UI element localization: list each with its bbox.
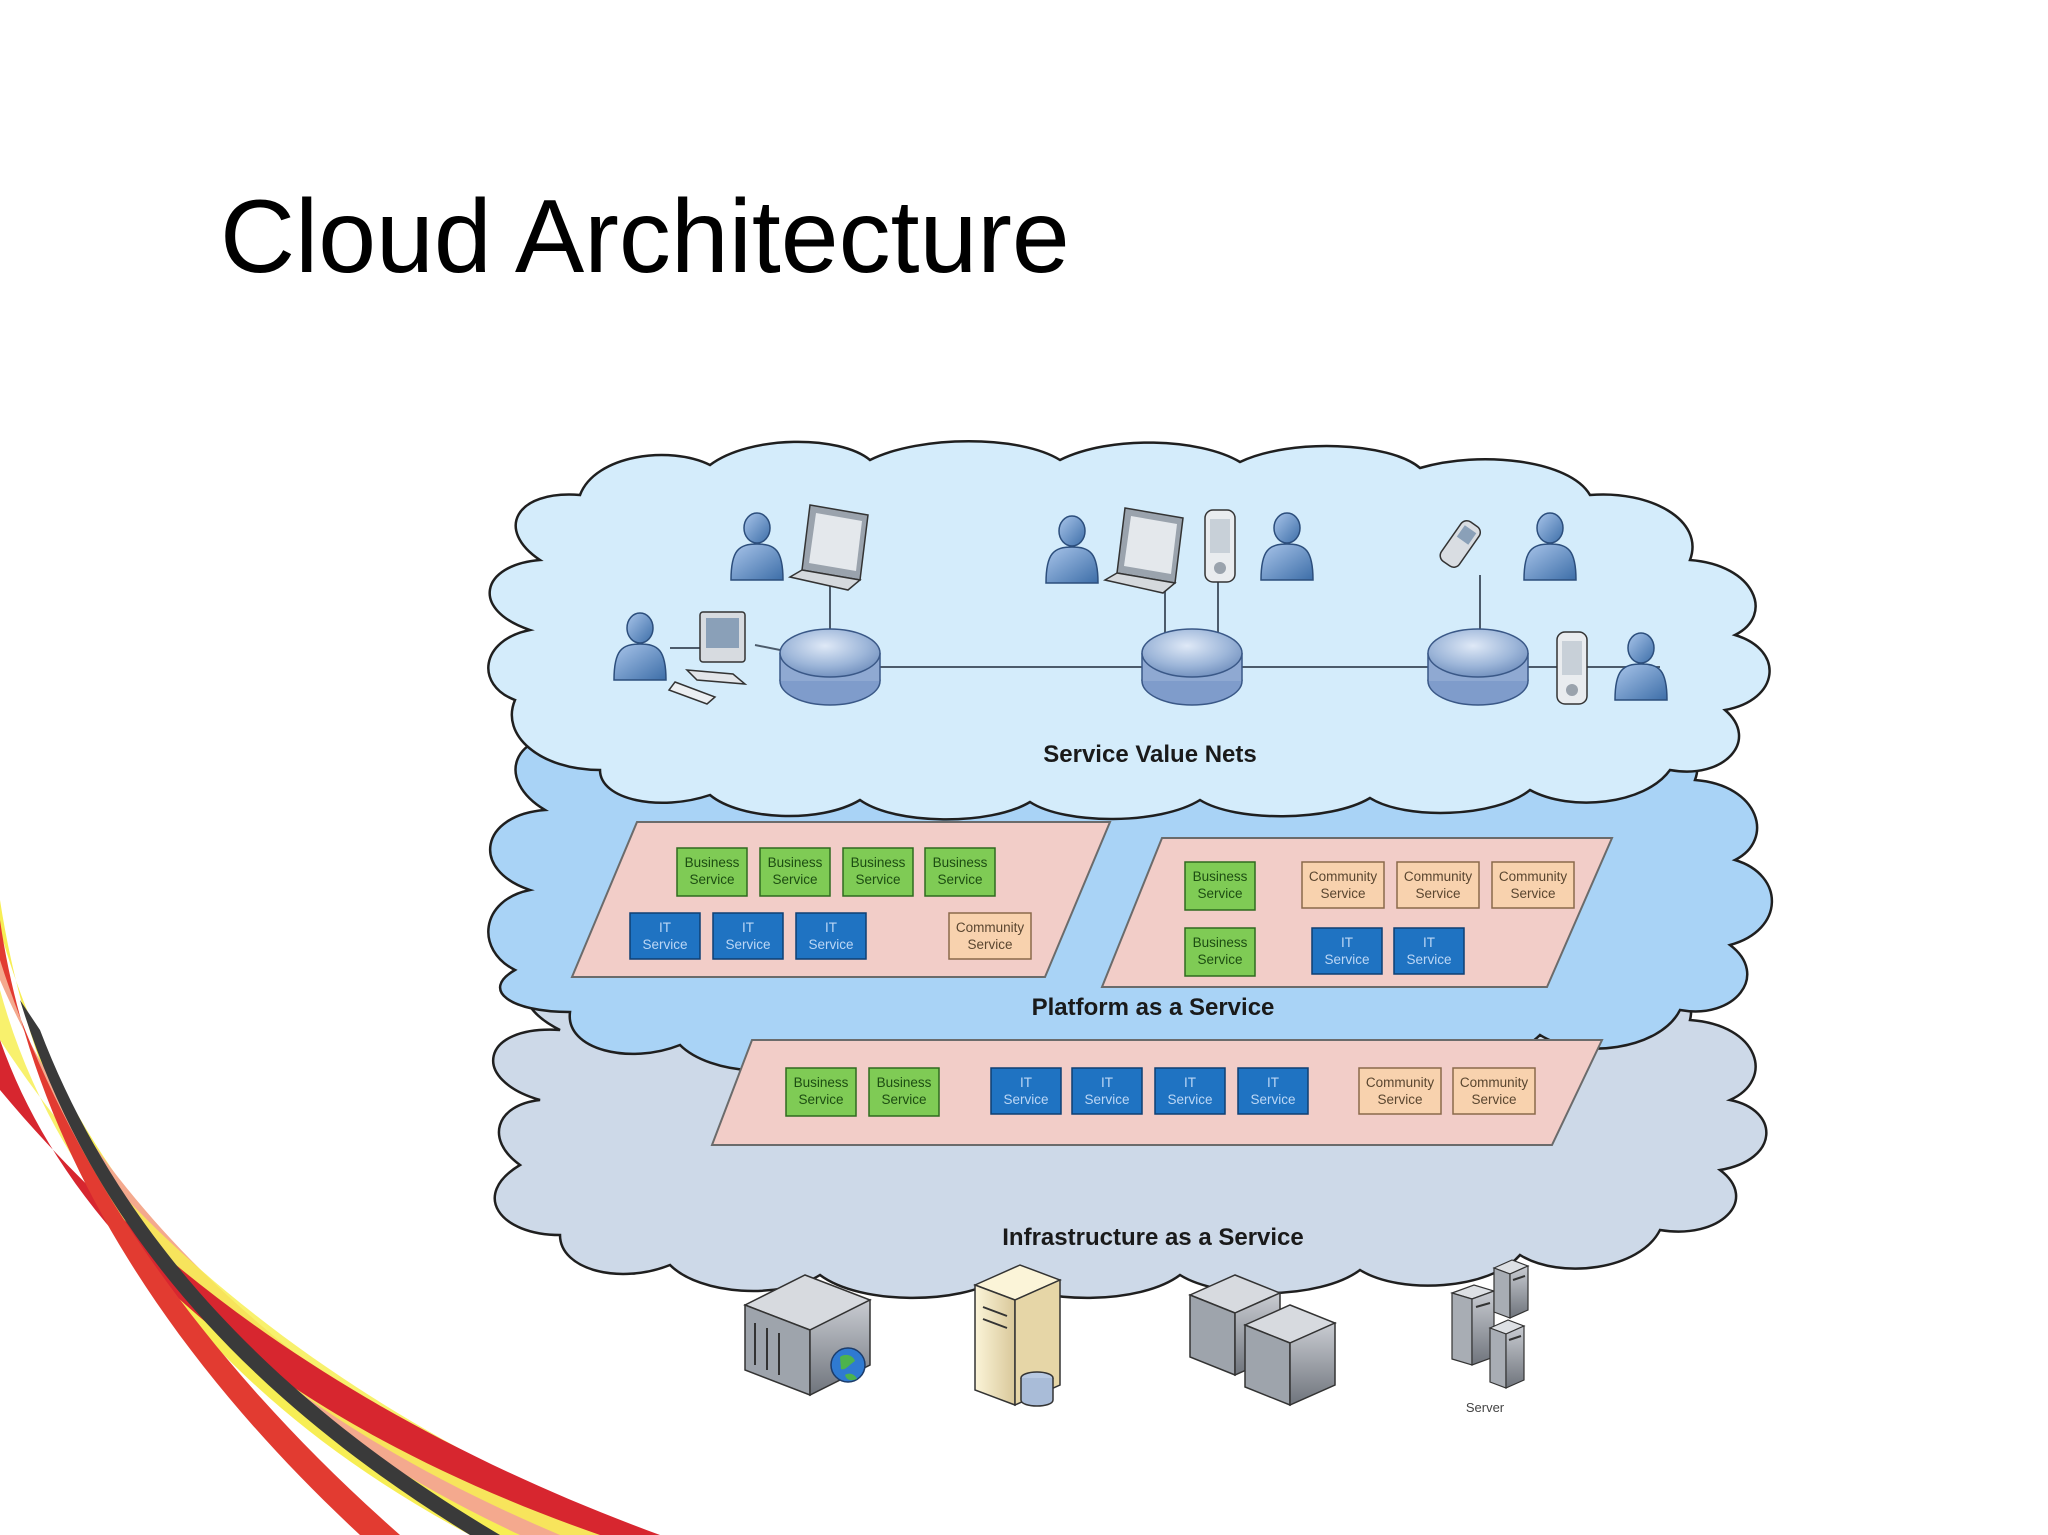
it-service-box: IT Service: [795, 912, 867, 960]
service-box-label: Service: [855, 872, 900, 887]
service-box-label: Community: [1499, 869, 1568, 884]
service-box-label: Community: [1366, 1075, 1435, 1090]
slide-title: Cloud Architecture: [220, 179, 1070, 295]
service-box-label: IT: [1341, 935, 1353, 950]
it-service-box: IT Service: [629, 912, 701, 960]
service-box-label: Service: [1250, 1092, 1295, 1107]
service-box-label: Service: [689, 872, 734, 887]
service-box-label: Business: [933, 855, 988, 870]
it-service-box: IT Service: [1237, 1067, 1309, 1115]
iaas-label: Infrastructure as a Service: [1002, 1224, 1304, 1251]
it-service-box: IT Service: [1311, 927, 1383, 975]
service-box-label: Service: [772, 872, 817, 887]
server-cluster-icon: [1188, 1274, 1337, 1407]
it-service-box: IT Service: [1393, 927, 1465, 975]
service-box-label: Service: [1510, 886, 1555, 901]
service-box-label: Service: [808, 937, 853, 952]
service-box-label: Service: [1324, 952, 1369, 967]
service-box-label: IT: [1184, 1075, 1196, 1090]
service-box-label: Service: [1197, 886, 1242, 901]
laptop-icon: [1102, 507, 1184, 594]
service-box-label: Service: [1415, 886, 1460, 901]
service-box-label: Business: [768, 855, 823, 870]
service-box-label: Community: [1404, 869, 1473, 884]
service-box-label: Service: [1084, 1092, 1129, 1107]
service-box-label: Service: [1003, 1092, 1048, 1107]
service-box-label: Community: [1460, 1075, 1529, 1090]
database-server-icon: [973, 1264, 1062, 1407]
service-box-label: Business: [851, 855, 906, 870]
it-service-box: IT Service: [990, 1067, 1062, 1115]
service-box-label: IT: [1267, 1075, 1279, 1090]
server-icon: [1450, 1259, 1530, 1389]
router-icon: [1141, 628, 1243, 706]
paas-label: Platform as a Service: [1032, 994, 1275, 1021]
router-icon: [779, 628, 881, 706]
service-box-label: Service: [967, 937, 1012, 952]
laptop-icon: [787, 504, 869, 591]
service-box-label: Service: [1377, 1092, 1422, 1107]
pda-icon: [1204, 509, 1236, 583]
service-box-label: Service: [1320, 886, 1365, 901]
service-box-label: IT: [1423, 935, 1435, 950]
service-box-label: Service: [642, 937, 687, 952]
it-service-box: IT Service: [712, 912, 784, 960]
service-box-label: IT: [742, 920, 754, 935]
service-box-label: Service: [1471, 1092, 1516, 1107]
service-box-label: Service: [1197, 952, 1242, 967]
mobile-phone-icon: [1439, 519, 1482, 568]
pda-icon: [1556, 631, 1588, 705]
service-box-label: Service: [881, 1092, 926, 1107]
server-label: Server: [1466, 1400, 1505, 1415]
svn-label: Service Value Nets: [1043, 741, 1256, 768]
service-box-label: IT: [1101, 1075, 1113, 1090]
service-box-label: Service: [1167, 1092, 1212, 1107]
router-icon: [1427, 628, 1529, 706]
service-box-label: Service: [937, 872, 982, 887]
service-box-label: Business: [685, 855, 740, 870]
web-server-icon: [743, 1274, 872, 1397]
service-box-label: IT: [825, 920, 837, 935]
service-box-label: IT: [1020, 1075, 1032, 1090]
service-box-label: Service: [1406, 952, 1451, 967]
service-box-label: Service: [798, 1092, 843, 1107]
service-box-label: IT: [659, 920, 671, 935]
service-box-label: Business: [877, 1075, 932, 1090]
service-box-label: Community: [956, 920, 1025, 935]
desktop-computer-icon: [667, 611, 748, 705]
it-service-box: IT Service: [1154, 1067, 1226, 1115]
service-box-label: Community: [1309, 869, 1378, 884]
service-boxes: BusinessServiceBusinessServiceBusinessSe…: [629, 847, 1575, 1117]
service-box-label: Business: [1193, 869, 1248, 884]
it-service-box: IT Service: [1071, 1067, 1143, 1115]
service-box-label: Business: [1193, 935, 1248, 950]
service-box-label: Service: [725, 937, 770, 952]
service-box-label: Business: [794, 1075, 849, 1090]
